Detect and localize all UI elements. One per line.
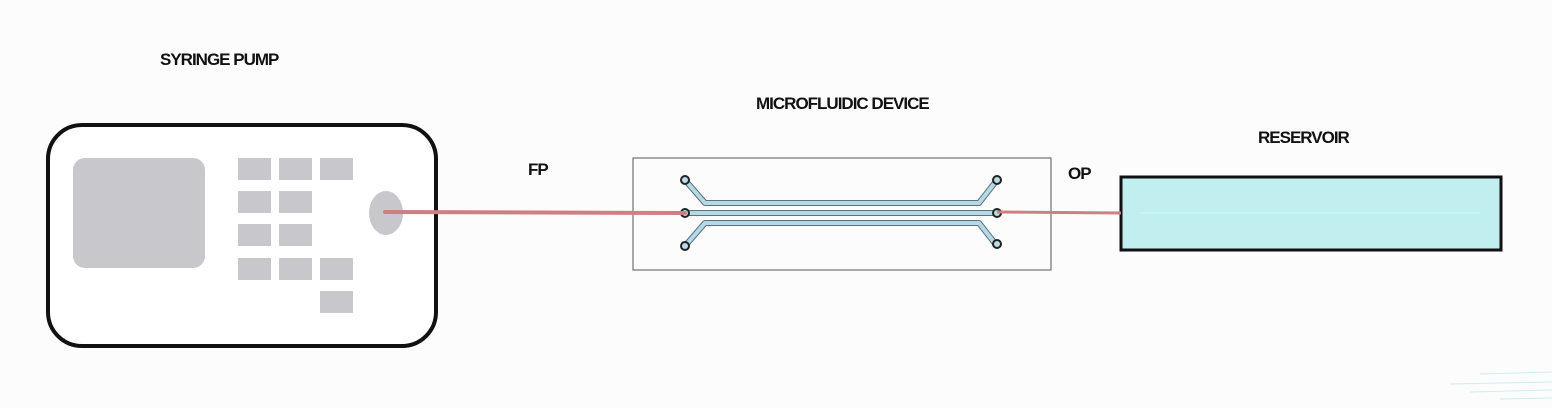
keypad-key: [320, 258, 353, 280]
keypad-key: [320, 158, 353, 180]
outlet-tubing: [996, 210, 1122, 215]
outlet-port-bottom: [992, 239, 1002, 249]
reservoir-label: RESERVOIR: [1258, 128, 1350, 147]
keypad-key: [238, 258, 271, 280]
keypad-key: [279, 258, 312, 280]
microfluidic-device-label: MICROFLUIDIC DEVICE: [756, 94, 930, 113]
decorative-streaks: [1449, 371, 1552, 400]
syringe-pump-keypad: [238, 158, 353, 313]
syringe-pump-display: [73, 158, 205, 268]
microfluidic-device: [632, 157, 1052, 271]
keypad-key: [320, 291, 353, 313]
lower-channel: [683, 221, 999, 248]
fp-label: FP: [528, 160, 549, 179]
outlet-port-top: [992, 175, 1002, 185]
keypad-key: [238, 191, 271, 213]
tubing: [383, 210, 1122, 215]
keypad-key: [279, 191, 312, 213]
keypad-key: [279, 224, 312, 246]
keypad-key: [238, 224, 271, 246]
inlet-port-bottom: [680, 241, 690, 251]
inlet-port-top: [680, 175, 690, 185]
syringe-pump: [46, 123, 438, 348]
feed-tubing: [383, 210, 687, 215]
op-label: OP: [1068, 164, 1092, 183]
keypad-key: [238, 158, 271, 180]
upper-channel: [683, 178, 999, 205]
reservoir: [1119, 175, 1503, 252]
syringe-pump-label: SYRINGE PUMP: [160, 50, 279, 69]
keypad-key: [279, 158, 312, 180]
